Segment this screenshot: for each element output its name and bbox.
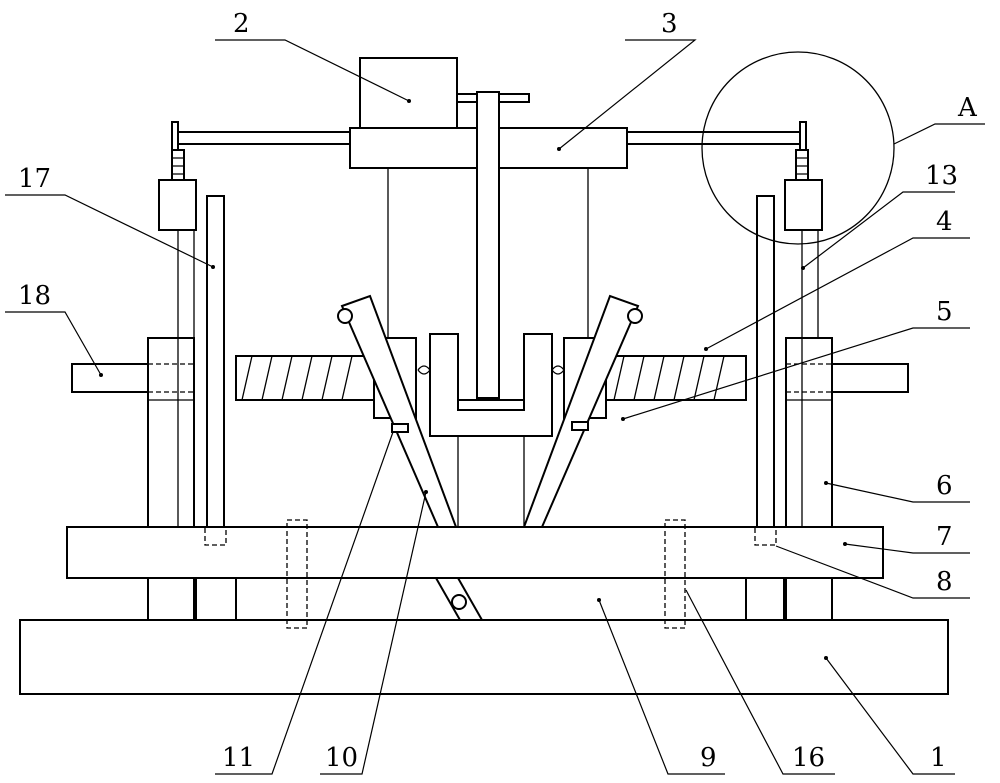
label-16: 16 <box>792 743 825 773</box>
label-6: 6 <box>936 471 953 501</box>
label-7: 7 <box>936 522 953 552</box>
right-small-block <box>571 421 589 431</box>
top-rod-right <box>626 131 804 145</box>
right-inclined-arm <box>522 294 640 528</box>
right-leg-inner <box>745 577 785 621</box>
clamp-pad <box>457 399 525 411</box>
right-guide-post <box>756 195 775 528</box>
label-5: 5 <box>936 297 953 327</box>
label-13: 13 <box>925 161 958 191</box>
label-10: 10 <box>325 743 358 773</box>
label-9: 9 <box>700 743 717 773</box>
left-weight-block <box>158 179 197 231</box>
top-rod-left <box>173 131 351 145</box>
pin-left <box>286 519 308 629</box>
label-11: 11 <box>222 743 255 773</box>
rod-right-end <box>831 363 909 393</box>
left-column <box>147 337 195 528</box>
rod-left-end <box>71 363 149 393</box>
left-leg-inner <box>195 577 237 621</box>
central-rod <box>476 91 500 399</box>
label-8: 8 <box>936 567 953 597</box>
label-3: 3 <box>661 9 678 39</box>
left-leg-outer <box>147 577 195 621</box>
lower-hinge-pin <box>451 594 467 610</box>
right-spring <box>605 355 747 401</box>
left-small-block <box>391 423 409 433</box>
platform <box>66 526 884 579</box>
left-spring <box>235 355 375 401</box>
left-inclined-arm <box>340 294 458 528</box>
detail-circle-a <box>701 51 895 245</box>
label-17: 17 <box>18 164 51 194</box>
label-4: 4 <box>936 207 953 237</box>
right-column <box>785 337 833 528</box>
label-2: 2 <box>233 9 250 39</box>
right-leg-outer <box>785 577 833 621</box>
label-18: 18 <box>18 281 51 311</box>
label-1: 1 <box>930 743 947 773</box>
left-guide-post <box>206 195 225 528</box>
motor <box>359 57 458 129</box>
base-plate <box>19 619 949 695</box>
pin-right <box>664 519 686 629</box>
label-a: A <box>957 93 978 123</box>
right-weight-block <box>784 179 823 231</box>
